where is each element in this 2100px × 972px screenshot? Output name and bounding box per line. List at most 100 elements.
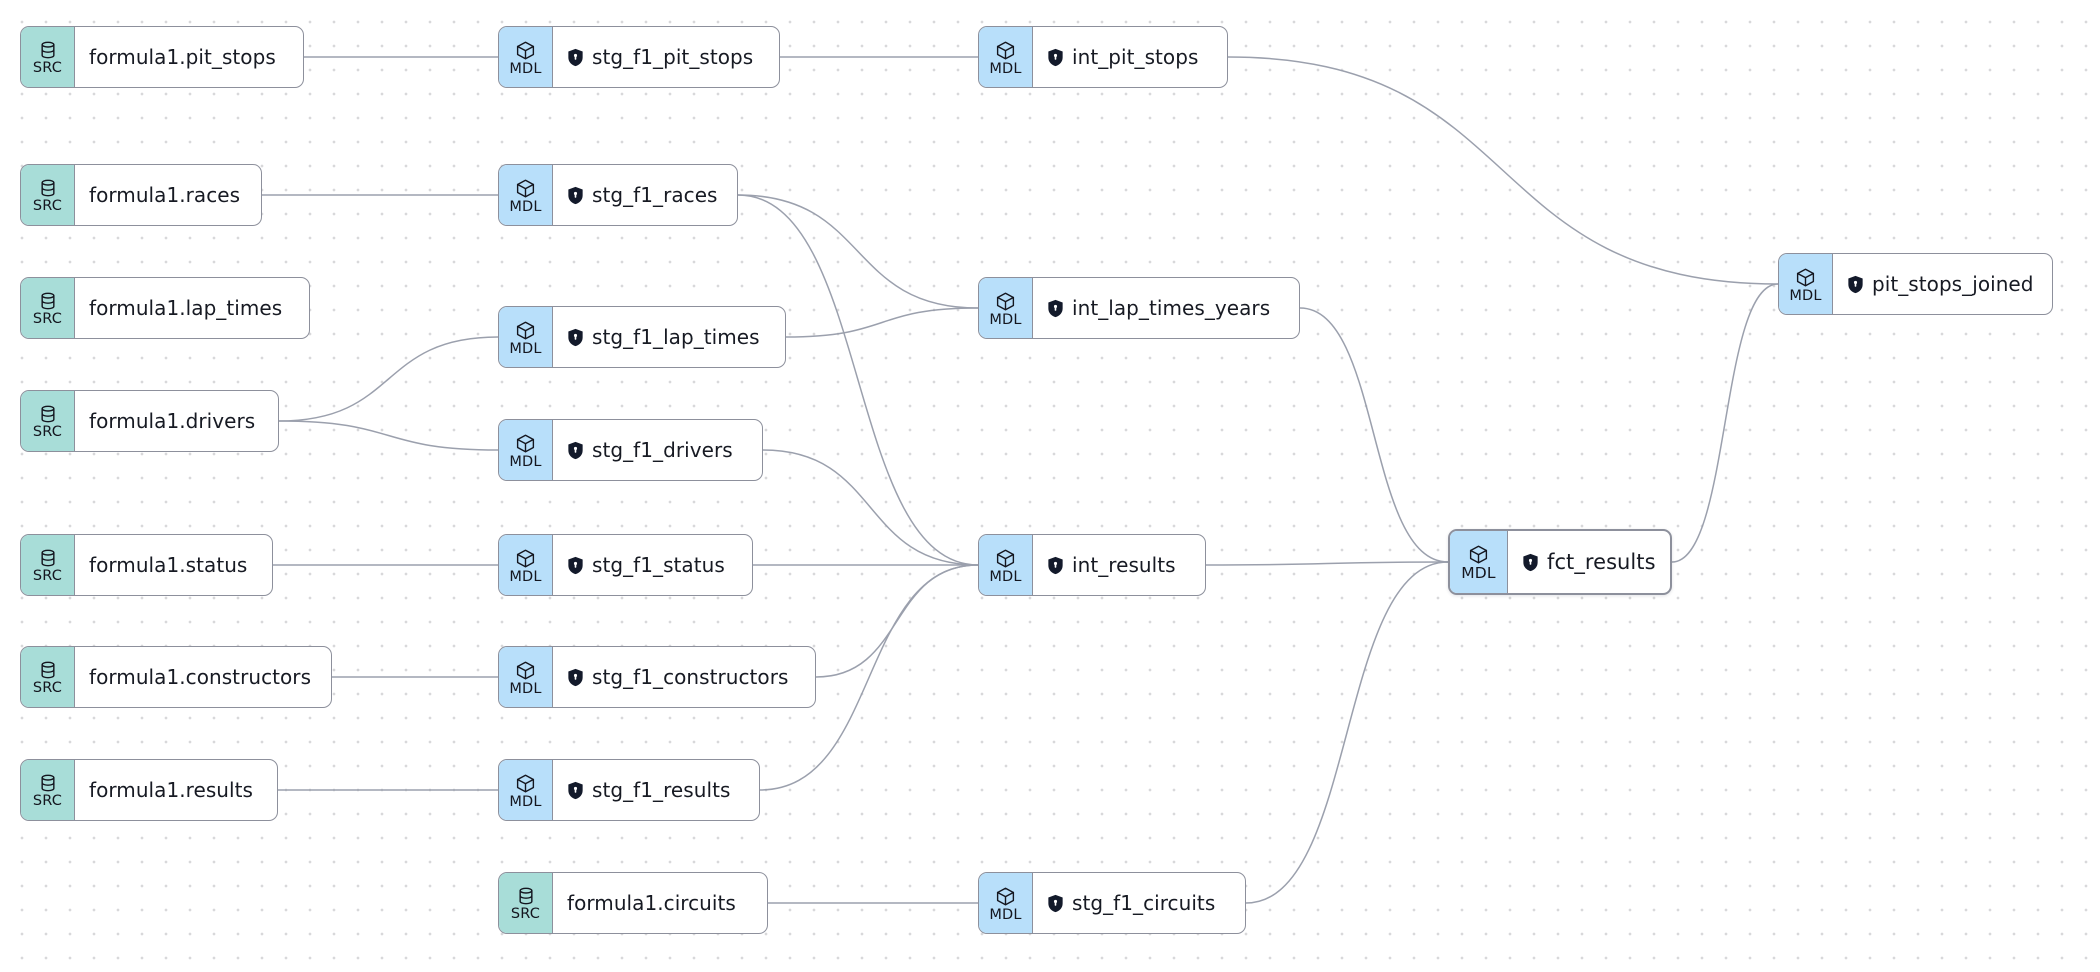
node-label-text: formula1.races: [89, 183, 241, 207]
node-kind-badge: MDL: [499, 535, 553, 595]
node-label-text: formula1.status: [89, 553, 248, 577]
lineage-node-src_races[interactable]: SRC formula1.races: [20, 164, 262, 226]
node-kind-label: MDL: [509, 60, 542, 77]
lineage-node-int_pit_stops[interactable]: MDL int_pit_stops: [978, 26, 1228, 88]
node-label-text: stg_f1_drivers: [592, 438, 733, 462]
node-label: formula1.races: [75, 165, 261, 225]
lineage-node-src_results[interactable]: SRC formula1.results: [20, 759, 278, 821]
shield-lock-icon: [567, 668, 584, 687]
node-label-text: formula1.constructors: [89, 665, 312, 689]
lineage-node-src_constructors[interactable]: SRC formula1.constructors: [20, 646, 332, 708]
node-kind-label: SRC: [32, 680, 63, 697]
database-icon: [38, 404, 58, 424]
node-kind-label: MDL: [989, 906, 1022, 923]
node-label: pit_stops_joined: [1833, 254, 2052, 314]
node-label: stg_f1_results: [553, 760, 759, 820]
cube-icon: [515, 40, 536, 61]
node-kind-badge: MDL: [499, 165, 553, 225]
shield-lock-icon: [1522, 553, 1539, 572]
database-icon: [38, 660, 58, 680]
node-kind-badge: SRC: [21, 165, 75, 225]
node-label: fct_results: [1508, 531, 1670, 593]
node-label: int_pit_stops: [1033, 27, 1227, 87]
node-label-text: formula1.drivers: [89, 409, 256, 433]
shield-lock-icon: [567, 556, 584, 575]
database-icon: [516, 886, 536, 906]
shield-lock-icon: [1847, 275, 1864, 294]
node-label: int_lap_times_years: [1033, 278, 1299, 338]
node-label: formula1.results: [75, 760, 277, 820]
node-label: formula1.status: [75, 535, 272, 595]
node-kind-label: MDL: [509, 453, 542, 470]
lineage-node-stg_results[interactable]: MDL stg_f1_results: [498, 759, 760, 821]
node-label-text: int_pit_stops: [1072, 45, 1199, 69]
node-kind-label: MDL: [1789, 287, 1822, 304]
database-icon: [38, 178, 58, 198]
node-label: formula1.constructors: [75, 647, 331, 707]
lineage-node-stg_status[interactable]: MDL stg_f1_status: [498, 534, 753, 596]
shield-lock-icon: [1047, 894, 1064, 913]
lineage-node-src_status[interactable]: SRC formula1.status: [20, 534, 273, 596]
node-kind-badge: MDL: [1779, 254, 1833, 314]
cube-icon: [515, 660, 536, 681]
node-kind-badge: MDL: [979, 27, 1033, 87]
database-icon: [38, 548, 58, 568]
node-label-text: stg_f1_pit_stops: [592, 45, 754, 69]
node-kind-label: SRC: [32, 311, 63, 328]
node-kind-badge: MDL: [979, 278, 1033, 338]
node-kind-badge: MDL: [979, 535, 1033, 595]
lineage-node-stg_drivers[interactable]: MDL stg_f1_drivers: [498, 419, 763, 481]
lineage-node-pit_stops_joined[interactable]: MDL pit_stops_joined: [1778, 253, 2053, 315]
shield-lock-icon: [567, 328, 584, 347]
node-kind-label: MDL: [1461, 564, 1496, 583]
node-label: stg_f1_constructors: [553, 647, 815, 707]
node-label: stg_f1_pit_stops: [553, 27, 779, 87]
node-label-text: stg_f1_results: [592, 778, 731, 802]
cube-icon: [515, 773, 536, 794]
node-label: formula1.circuits: [553, 873, 767, 933]
node-label-text: stg_f1_races: [592, 183, 718, 207]
node-kind-label: MDL: [509, 793, 542, 810]
node-kind-badge: MDL: [499, 27, 553, 87]
cube-icon: [995, 548, 1016, 569]
shield-lock-icon: [1047, 556, 1064, 575]
node-kind-label: SRC: [32, 793, 63, 810]
node-kind-label: MDL: [509, 340, 542, 357]
cube-icon: [995, 40, 1016, 61]
node-label-text: int_results: [1072, 553, 1176, 577]
node-kind-badge: MDL: [979, 873, 1033, 933]
node-kind-badge: MDL: [499, 647, 553, 707]
node-label: stg_f1_status: [553, 535, 752, 595]
lineage-node-fct_results[interactable]: MDL fct_results: [1448, 529, 1672, 595]
cube-icon: [995, 886, 1016, 907]
node-label: stg_f1_races: [553, 165, 737, 225]
node-kind-label: MDL: [509, 198, 542, 215]
lineage-node-int_results[interactable]: MDL int_results: [978, 534, 1206, 596]
node-kind-label: SRC: [32, 198, 63, 215]
lineage-node-stg_races[interactable]: MDL stg_f1_races: [498, 164, 738, 226]
node-label-text: fct_results: [1547, 549, 1656, 574]
shield-lock-icon: [567, 186, 584, 205]
node-kind-label: SRC: [32, 60, 63, 77]
node-kind-label: SRC: [32, 568, 63, 585]
node-label-text: stg_f1_status: [592, 553, 725, 577]
node-kind-badge: SRC: [21, 278, 75, 338]
node-kind-badge: MDL: [1450, 531, 1508, 593]
node-label: formula1.drivers: [75, 391, 278, 451]
lineage-node-stg_pit_stops[interactable]: MDL stg_f1_pit_stops: [498, 26, 780, 88]
node-kind-badge: MDL: [499, 760, 553, 820]
database-icon: [38, 291, 58, 311]
node-label: stg_f1_drivers: [553, 420, 762, 480]
node-label-text: formula1.results: [89, 778, 254, 802]
database-icon: [38, 773, 58, 793]
node-label-text: pit_stops_joined: [1872, 272, 2034, 296]
